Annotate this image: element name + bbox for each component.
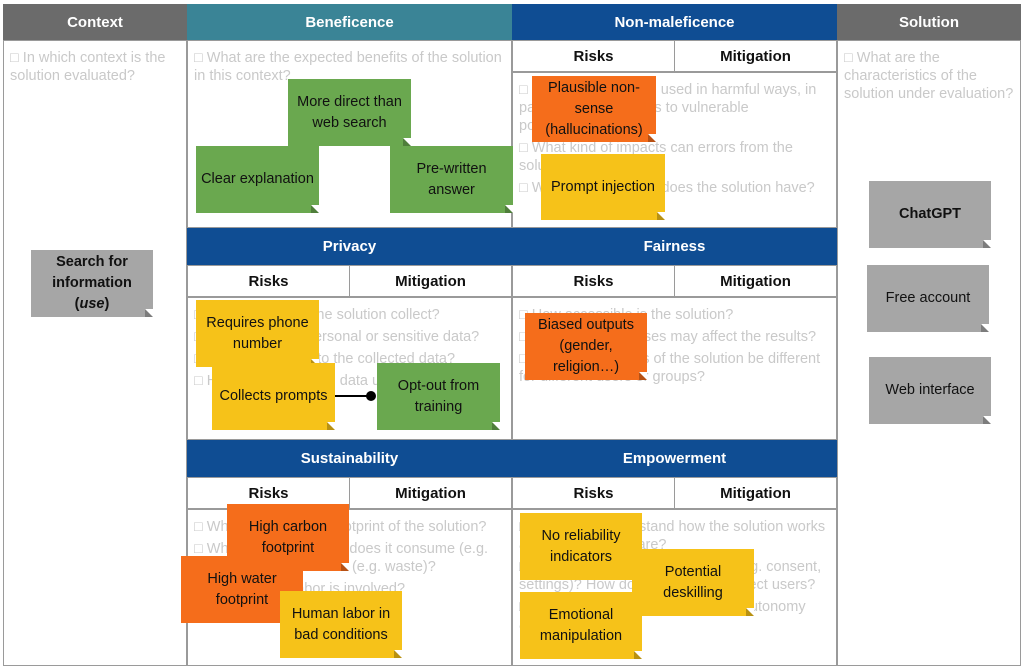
- sustainability-risks-label: Risks: [187, 477, 350, 509]
- note-collects-prompts[interactable]: Collects prompts: [212, 363, 335, 430]
- empowerment-header-title: Empowerment: [622, 450, 727, 467]
- non-maleficence-risks-label: Risks: [512, 40, 675, 72]
- note-label: Biased outputs (gender, religion…): [538, 317, 634, 375]
- note-label: No reliability indicators: [541, 527, 621, 565]
- solution-cell: □ What are the characteristics of the so…: [837, 40, 1021, 666]
- note-label: High carbon footprint: [248, 518, 328, 556]
- non-maleficence-mitigation-label: Mitigation: [674, 40, 837, 72]
- privacy-mitigation-label: Mitigation: [349, 265, 512, 297]
- mitigation-label: Mitigation: [720, 484, 791, 502]
- note-free-account[interactable]: Free account: [867, 265, 989, 332]
- note-label: ChatGPT: [898, 206, 962, 222]
- note-human-labor[interactable]: Human labor in bad conditions: [280, 591, 402, 658]
- fairness-header: Fairness: [512, 228, 837, 265]
- context-cell: □ In which context is the solution evalu…: [3, 40, 187, 666]
- fairness-header-title: Fairness: [643, 238, 706, 255]
- context-note-label: Search for information (use): [52, 254, 132, 312]
- note-label: More direct than web search: [297, 93, 402, 131]
- note-biased-outputs[interactable]: Biased outputs (gender, religion…): [525, 313, 647, 380]
- note-label: Opt-out from training: [397, 377, 480, 415]
- note-label: Clear explanation: [201, 171, 314, 187]
- note-label: Emotional manipulation: [539, 606, 623, 644]
- risks-label: Risks: [573, 484, 614, 502]
- mitigation-label: Mitigation: [395, 484, 466, 502]
- note-opt-out-training[interactable]: Opt-out from training: [377, 363, 500, 430]
- context-note-search[interactable]: Search for information (use): [31, 250, 153, 317]
- note-label: Prompt injection: [551, 178, 655, 195]
- note-label: Human labor in bad conditions: [291, 605, 391, 643]
- privacy-header-title: Privacy: [322, 238, 377, 255]
- note-clear-explanation[interactable]: Clear explanation: [196, 146, 319, 213]
- fairness-risks-label: Risks: [512, 265, 675, 297]
- solution-question: □ What are the characteristics of the so…: [844, 50, 1014, 102]
- note-deskilling[interactable]: Potential deskilling: [632, 549, 754, 616]
- beneficence-header-title: Beneficence: [305, 13, 394, 31]
- sustainability-mitigation-label: Mitigation: [349, 477, 512, 509]
- risks-label: Risks: [573, 47, 614, 65]
- privacy-risks-label: Risks: [187, 265, 350, 297]
- risks-label: Risks: [573, 272, 614, 290]
- risks-label: Risks: [248, 484, 289, 502]
- sustainability-header-title: Sustainability: [300, 450, 399, 467]
- note-label: Collects prompts: [219, 388, 328, 404]
- note-label: Free account: [885, 290, 971, 306]
- note-prompt-injection[interactable]: Prompt injection: [541, 154, 665, 220]
- solution-header-title: Solution: [899, 13, 959, 31]
- empowerment-risks-label: Risks: [512, 477, 675, 509]
- note-label: Web interface: [885, 382, 975, 398]
- note-label: Pre-written answer: [416, 160, 487, 198]
- empowerment-header: Empowerment: [512, 440, 837, 477]
- empowerment-mitigation-label: Mitigation: [674, 477, 837, 509]
- mitigation-label: Mitigation: [720, 47, 791, 65]
- mitigation-label: Mitigation: [395, 272, 466, 290]
- note-no-reliability[interactable]: No reliability indicators: [520, 513, 642, 580]
- sustainability-header: Sustainability: [187, 440, 512, 477]
- solution-header: Solution: [837, 4, 1021, 40]
- beneficence-question: □ What are the expected benefits of the …: [194, 50, 502, 84]
- note-chatgpt[interactable]: ChatGPT: [869, 181, 991, 248]
- note-hallucinations[interactable]: Plausible non-sense (hallucinations): [532, 76, 656, 142]
- context-header-title: Context: [67, 13, 123, 31]
- fairness-mitigation-label: Mitigation: [674, 265, 837, 297]
- note-emotional-manipulation[interactable]: Emotional manipulation: [520, 592, 642, 659]
- note-more-direct[interactable]: More direct than web search: [288, 79, 411, 146]
- mitigation-label: Mitigation: [720, 272, 791, 290]
- connector-line: [332, 391, 376, 401]
- note-label: Potential deskilling: [663, 563, 723, 601]
- note-requires-phone[interactable]: Requires phone number: [196, 300, 319, 367]
- note-label: High water footprint: [207, 570, 277, 608]
- non-maleficence-header-title: Non-maleficence: [614, 13, 735, 31]
- note-web-interface[interactable]: Web interface: [869, 357, 991, 424]
- note-label: Requires phone number: [206, 314, 309, 352]
- risks-label: Risks: [248, 272, 289, 290]
- context-question: □ In which context is the solution evalu…: [10, 50, 166, 84]
- beneficence-header: Beneficence: [187, 4, 512, 40]
- non-maleficence-header: Non-maleficence: [512, 4, 837, 40]
- connector-dot: [366, 391, 376, 401]
- note-pre-written-answer[interactable]: Pre-written answer: [390, 146, 513, 213]
- privacy-header: Privacy: [187, 228, 512, 265]
- context-header: Context: [3, 4, 187, 40]
- note-label: Plausible non-sense (hallucinations): [545, 79, 643, 138]
